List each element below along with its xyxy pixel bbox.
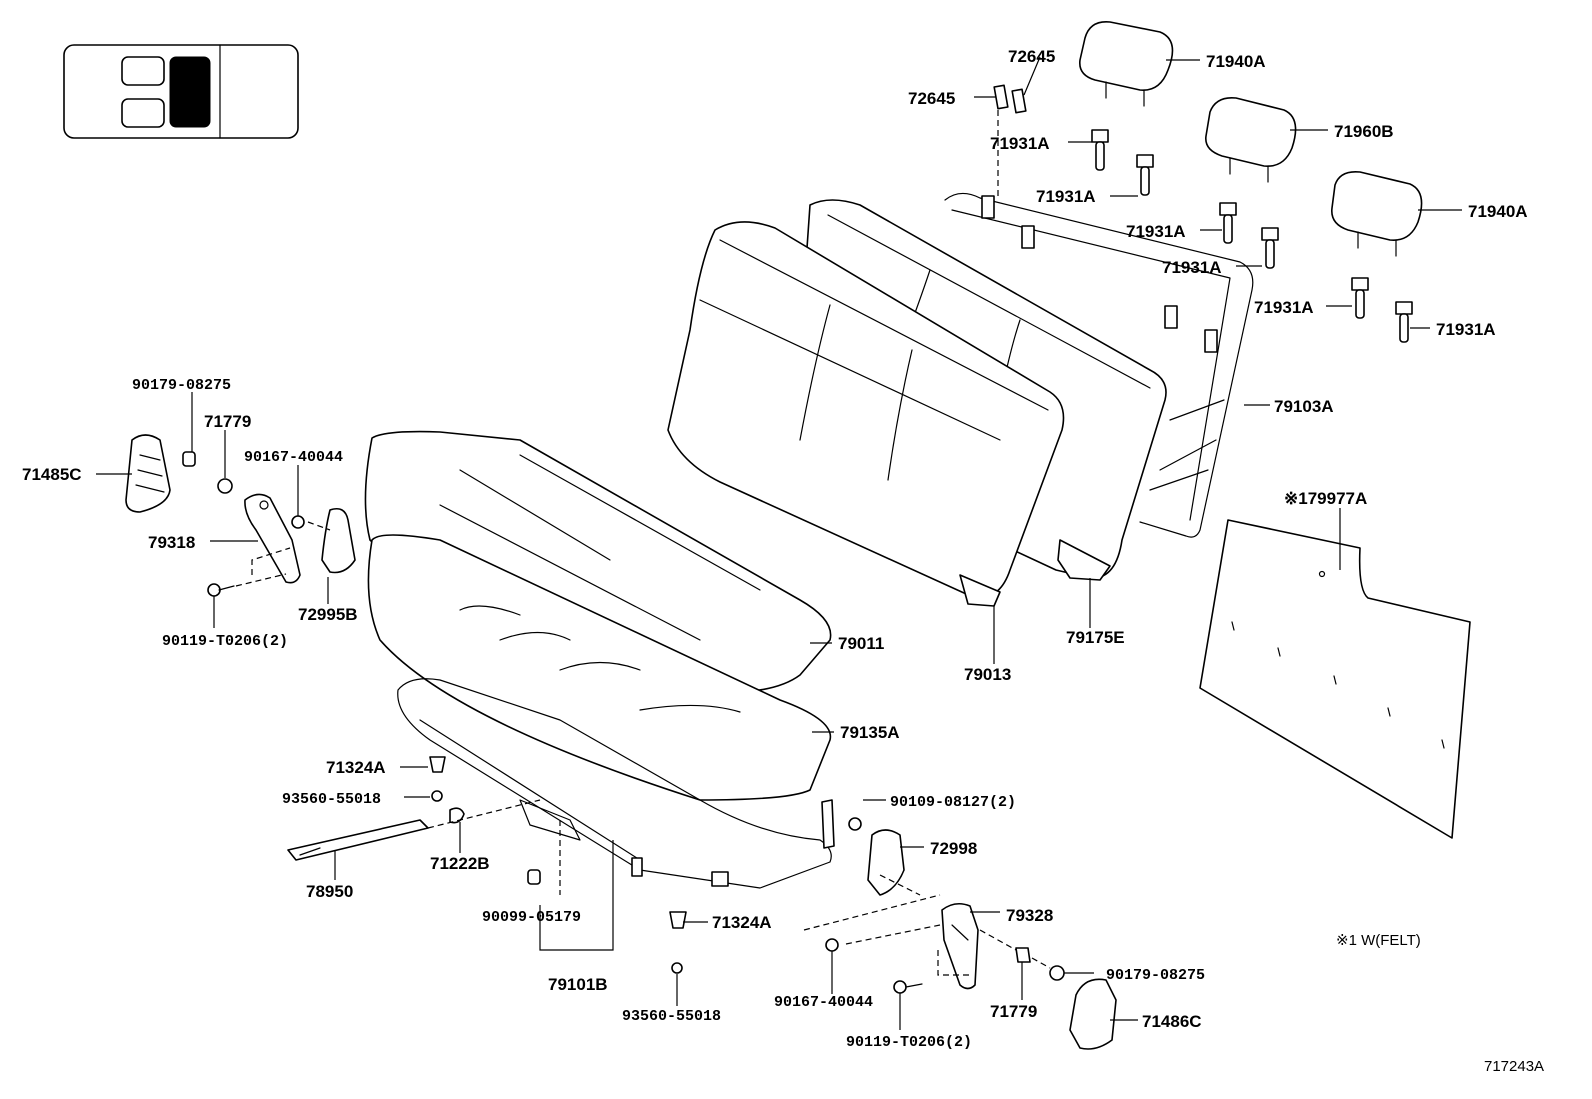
label-71960b: 71960B bbox=[1334, 122, 1394, 141]
cover-72998-icon bbox=[867, 829, 905, 896]
label-71931a-4: 71931A bbox=[1162, 258, 1222, 277]
clip-71779-bottom-icon bbox=[1015, 947, 1031, 963]
label-90099-05179: 90099-05179 bbox=[482, 909, 581, 926]
headrest-71940a-top-icon bbox=[1078, 21, 1174, 107]
label-90179-08275-left: 90179-08275 bbox=[132, 377, 231, 394]
label-79013: 79013 bbox=[964, 665, 1011, 684]
label-72645-b: 72645 bbox=[908, 89, 955, 108]
nut-90179-08275-left-icon bbox=[182, 451, 196, 467]
label-90179-08275-right: 90179-08275 bbox=[1106, 967, 1205, 984]
headrest-guides-71931a-icon bbox=[1091, 129, 1413, 343]
seat-location-key bbox=[63, 44, 299, 139]
label-90167-40044-left: 90167-40044 bbox=[244, 449, 343, 466]
clip-71779-left-icon bbox=[217, 478, 233, 494]
nut-90179-08275-right-icon bbox=[1049, 965, 1065, 981]
label-90119-t0206-bottom: 90119-T0206(2) bbox=[846, 1034, 972, 1051]
label-79175e: 79175E bbox=[1066, 628, 1125, 647]
label-71324a-bottom: 71324A bbox=[712, 913, 772, 932]
bolt-90109-08127-icon bbox=[821, 799, 862, 849]
felt-footnote: ※1 W(FELT) bbox=[1336, 932, 1421, 949]
label-90167-40044-bottom: 90167-40044 bbox=[774, 994, 873, 1011]
label-79135a: 79135A bbox=[840, 723, 900, 742]
label-79977a: ※179977A bbox=[1284, 489, 1367, 508]
nut-90099-05179-icon bbox=[527, 869, 541, 885]
strap-78950-icon bbox=[287, 819, 429, 861]
label-71940a-right: 71940A bbox=[1468, 202, 1528, 221]
label-71485c: 71485C bbox=[22, 465, 82, 484]
latch-72995b-icon bbox=[321, 507, 356, 574]
diagram-id: 717243A bbox=[1484, 1058, 1544, 1075]
bolt-90167-40044-left-icon bbox=[291, 515, 305, 529]
label-72995b: 72995B bbox=[298, 605, 358, 624]
bolt-90119-t0206-left-icon bbox=[207, 583, 235, 597]
bolt-90167-40044-bottom-icon bbox=[825, 938, 839, 952]
label-78950: 78950 bbox=[306, 882, 353, 901]
stopper-71324a-left-icon bbox=[429, 756, 446, 773]
label-71931a-6: 71931A bbox=[1436, 320, 1496, 339]
label-71779-bottom: 71779 bbox=[990, 1002, 1037, 1021]
label-71931a-1: 71931A bbox=[990, 134, 1050, 153]
label-71931a-5: 71931A bbox=[1254, 298, 1314, 317]
hinge-cover-71486c-icon bbox=[1069, 978, 1117, 1050]
label-79011: 79011 bbox=[838, 634, 884, 653]
screw-93560-55018-bottom-icon bbox=[671, 962, 683, 974]
seatback-cover-79013-icon bbox=[667, 221, 1065, 607]
felt-79977a-icon bbox=[1199, 519, 1471, 839]
hinge-79318-icon bbox=[244, 493, 301, 584]
headrest-71940a-right-icon bbox=[1331, 170, 1423, 257]
clip-71222b-icon bbox=[449, 807, 465, 824]
label-71779-left: 71779 bbox=[204, 412, 251, 431]
label-71222b: 71222B bbox=[430, 854, 490, 873]
hinge-79328-icon bbox=[941, 902, 979, 990]
label-71931a-2: 71931A bbox=[1036, 187, 1096, 206]
screw-93560-55018-left-icon bbox=[431, 790, 443, 802]
label-79328: 79328 bbox=[1006, 906, 1053, 925]
support-72645-icon bbox=[993, 84, 1027, 114]
stopper-71324a-bottom-icon bbox=[669, 911, 687, 929]
part-labels: 72645 72645 71940A 71960B 71940A 71931A … bbox=[22, 47, 1528, 1051]
leader-lines bbox=[96, 56, 1462, 1030]
label-71486c: 71486C bbox=[1142, 1012, 1202, 1031]
label-90109-08127: 90109-08127(2) bbox=[890, 794, 1016, 811]
label-71931a-3: 71931A bbox=[1126, 222, 1186, 241]
label-72645-a: 72645 bbox=[1008, 47, 1055, 66]
label-72998: 72998 bbox=[930, 839, 977, 858]
label-79101b: 79101B bbox=[548, 975, 608, 994]
label-93560-55018-bottom: 93560-55018 bbox=[622, 1008, 721, 1025]
label-79318: 79318 bbox=[148, 533, 195, 552]
label-79103a: 79103A bbox=[1274, 397, 1334, 416]
label-93560-55018-left: 93560-55018 bbox=[282, 791, 381, 808]
bolt-90119-t0206-bottom-icon bbox=[893, 980, 923, 994]
headrest-71960b-icon bbox=[1205, 96, 1297, 183]
label-71940a-top: 71940A bbox=[1206, 52, 1266, 71]
hinge-cover-71485c-icon bbox=[125, 434, 171, 513]
assembly-dashed-lines bbox=[235, 110, 1051, 976]
seatback-frame-79103a-icon bbox=[944, 192, 1254, 538]
label-71324a-left: 71324A bbox=[326, 758, 386, 777]
label-90119-t0206-left: 90119-T0206(2) bbox=[162, 633, 288, 650]
cushion-frame-79101b-icon bbox=[397, 678, 832, 889]
